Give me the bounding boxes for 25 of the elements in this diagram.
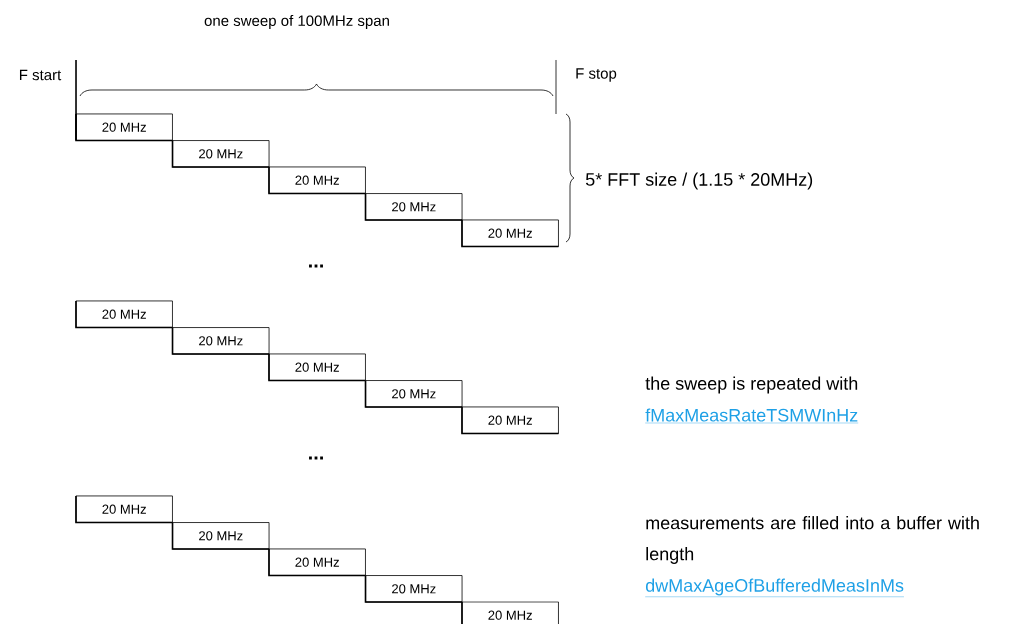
frequency-box: 20 MHz xyxy=(461,601,560,624)
frequency-box: 20 MHz xyxy=(364,379,463,408)
annotation: F stop xyxy=(576,68,617,82)
link-text: dwMaxAgeOfBufferedMeasInMs xyxy=(645,578,905,597)
frequency-box: 20 MHz xyxy=(268,548,367,577)
frequency-box: 20 MHz xyxy=(75,495,174,524)
frequency-box: 20 MHz xyxy=(75,113,174,142)
frequency-box: 20 MHz xyxy=(461,219,560,248)
link-text: fMaxMeasRateTSMWInHz xyxy=(645,408,859,424)
ellipsis: ... xyxy=(309,456,323,460)
frequency-box: 20 MHz xyxy=(268,353,367,382)
annotation: F start xyxy=(20,69,62,81)
heading: one sweep of 100MHz span xyxy=(204,15,389,29)
frequency-box: 20 MHz xyxy=(364,574,463,603)
annotation: the sweep is repeated with xyxy=(645,376,858,394)
frequency-box: 20 MHz xyxy=(171,521,270,550)
annotation: 5* FFT size / (1.15 * 20MHz) xyxy=(585,172,813,190)
frequency-box: 20 MHz xyxy=(364,192,463,221)
frequency-box: 20 MHz xyxy=(461,406,560,435)
frequency-box: 20 MHz xyxy=(171,139,270,168)
ellipsis: ... xyxy=(309,264,323,268)
frequency-box: 20 MHz xyxy=(171,326,270,355)
note-text: measurements are filled into a buffer with length xyxy=(646,516,979,564)
frequency-box: 20 MHz xyxy=(268,166,367,195)
frequency-box: 20 MHz xyxy=(75,300,174,329)
